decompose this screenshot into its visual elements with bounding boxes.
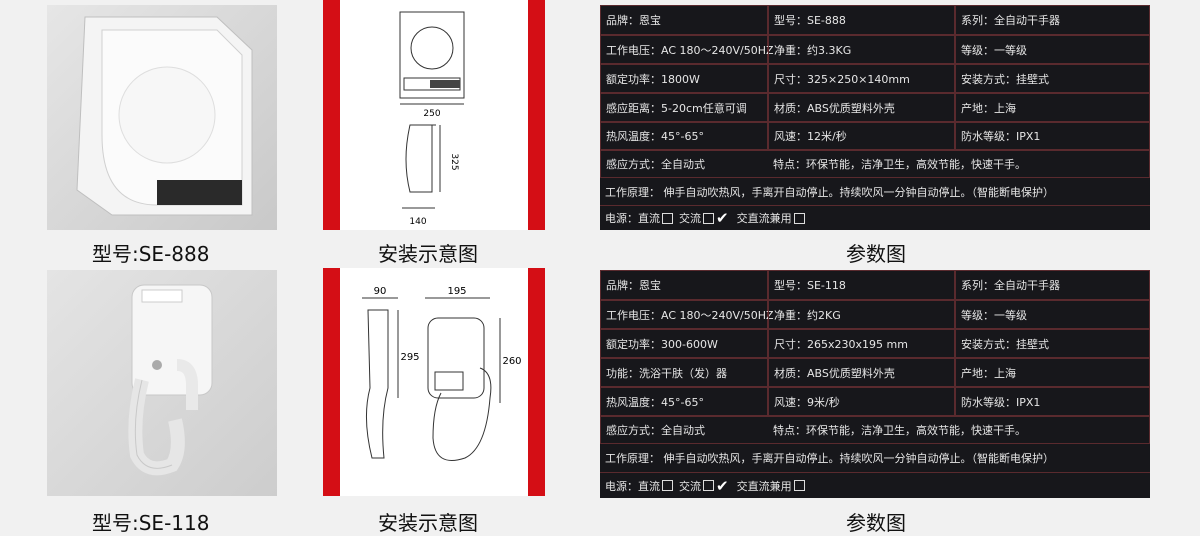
spec-cell: 工作电压：AC 180～240V/50HZ <box>600 300 774 329</box>
spec-table-se-888: 品牌：恩宝 型号：SE-888 系列：全自动干手器 工作电压：AC 180～24… <box>600 5 1150 230</box>
power-label: 电源： <box>605 212 638 225</box>
spec-principle: 工作原理： 伸手自动吹热风，手离开自动停止。持续吹风一分钟自动停止。（智能断电保… <box>600 444 1150 473</box>
dim-depth-label: 140 <box>409 217 426 227</box>
install-diagram-se-118: 90 295 195 260 <box>340 268 528 496</box>
spec-cell: 额定功率：300-600W <box>600 329 768 358</box>
spec-cell: 功能：洗浴干肤（发）器 <box>600 358 768 387</box>
dc-checkbox <box>662 212 673 224</box>
spec-cell: 尺寸：265x230x195 mm <box>768 329 955 358</box>
product-photo-se-118 <box>47 270 277 496</box>
spec-cell: 系列：全自动干手器 <box>955 5 1150 35</box>
dim-side-width-label: 90 <box>374 286 387 297</box>
spec-cell: 感应方式：全自动式 <box>600 150 768 178</box>
spec-cell: 风速：9米/秒 <box>768 387 955 416</box>
power-row: 电源： 直流 交流 ✔ 交直流兼用 <box>600 206 1150 230</box>
spec-cell: 安装方式：挂壁式 <box>955 64 1150 93</box>
spec-cell: 感应距离：5-20cm任意可调 <box>600 93 768 122</box>
checkmark-icon: ✔ <box>716 209 729 227</box>
power-dc-label: 直流 <box>638 479 660 493</box>
spec-cell: 净重：约2KG <box>768 300 955 329</box>
power-both-label: 交直流兼用 <box>736 212 792 225</box>
params-caption-1: 参数图 <box>846 242 906 266</box>
dc-checkbox <box>662 480 673 491</box>
power-ac-label: 交流 <box>679 479 701 493</box>
ac-checkbox <box>703 212 714 224</box>
model-caption-se-118: 型号:SE-118 <box>92 511 210 535</box>
spec-cell: 防水等级：IPX1 <box>955 387 1150 416</box>
spec-cell: 等级：一等级 <box>955 35 1150 64</box>
red-bar-left-2 <box>323 268 340 496</box>
install-caption-2: 安装示意图 <box>378 511 478 535</box>
install-caption-1: 安装示意图 <box>378 242 478 266</box>
install-diagram-se-888: 250 325 140 <box>340 0 528 230</box>
product-photo-se-888 <box>47 5 277 230</box>
dim-side-height-label: 295 <box>400 352 419 363</box>
spec-table-se-118: 品牌：恩宝 型号：SE-118 系列：全自动干手器 工作电压：AC 180～24… <box>600 270 1150 498</box>
power-dc-label: 直流 <box>638 212 660 225</box>
spec-cell: 感应方式：全自动式 <box>600 416 768 444</box>
power-label: 电源： <box>605 479 638 493</box>
spec-cell: 特点：环保节能，洁净卫生，高效节能，快速干手。 <box>768 416 1150 444</box>
spec-cell: 材质：ABS优质塑料外壳 <box>768 358 955 387</box>
params-caption-2: 参数图 <box>846 511 906 535</box>
spec-cell: 品牌：恩宝 <box>600 270 768 300</box>
spec-cell: 品牌：恩宝 <box>600 5 768 35</box>
dim-height-label: 325 <box>449 153 459 170</box>
dim-front-width-label: 195 <box>447 286 466 297</box>
power-both-label: 交直流兼用 <box>736 479 792 493</box>
ac-checkbox <box>703 480 714 491</box>
spec-cell: 安装方式：挂壁式 <box>955 329 1150 358</box>
power-row: 电源： 直流 交流 ✔ 交直流兼用 <box>600 473 1150 498</box>
spec-cell: 产地：上海 <box>955 93 1150 122</box>
hand-dryer-se-118-image <box>128 284 213 476</box>
both-checkbox <box>793 480 805 491</box>
spec-cell: 热风温度：45°-65° <box>600 122 768 150</box>
spec-principle: 工作原理： 伸手自动吹热风，手离开自动停止。持续吹风一分钟自动停止。（智能断电保… <box>600 178 1150 206</box>
spec-cell: 材质：ABS优质塑料外壳 <box>768 93 955 122</box>
spec-cell: 净重：约3.3KG <box>768 35 955 64</box>
red-bar-left-1 <box>323 0 340 230</box>
red-bar-right-1 <box>528 0 545 230</box>
checkmark-icon: ✔ <box>716 476 729 495</box>
power-ac-label: 交流 <box>679 212 701 225</box>
both-checkbox <box>793 212 805 224</box>
spec-cell: 热风温度：45°-65° <box>600 387 768 416</box>
model-caption-se-888: 型号:SE-888 <box>92 242 210 266</box>
spec-cell: 风速：12米/秒 <box>768 122 955 150</box>
spec-cell: 系列：全自动干手器 <box>955 270 1150 300</box>
spec-cell: 特点：环保节能，洁净卫生，高效节能，快速干手。 <box>768 150 1150 178</box>
dim-width-label: 250 <box>423 109 440 119</box>
spec-cell: 工作电压：AC 180～240V/50HZ <box>600 35 774 64</box>
spec-cell: 型号：SE-888 <box>768 5 955 35</box>
red-bar-right-2 <box>528 268 545 496</box>
hand-dryer-se-888-image <box>76 16 253 216</box>
spec-cell: 尺寸：325×250×140mm <box>768 64 955 93</box>
dim-front-height-label: 260 <box>502 356 521 367</box>
spec-cell: 型号：SE-118 <box>768 270 955 300</box>
spec-cell: 防水等级：IPX1 <box>955 122 1150 150</box>
spec-cell: 产地：上海 <box>955 358 1150 387</box>
spec-cell: 等级：一等级 <box>955 300 1150 329</box>
spec-cell: 额定功率：1800W <box>600 64 768 93</box>
